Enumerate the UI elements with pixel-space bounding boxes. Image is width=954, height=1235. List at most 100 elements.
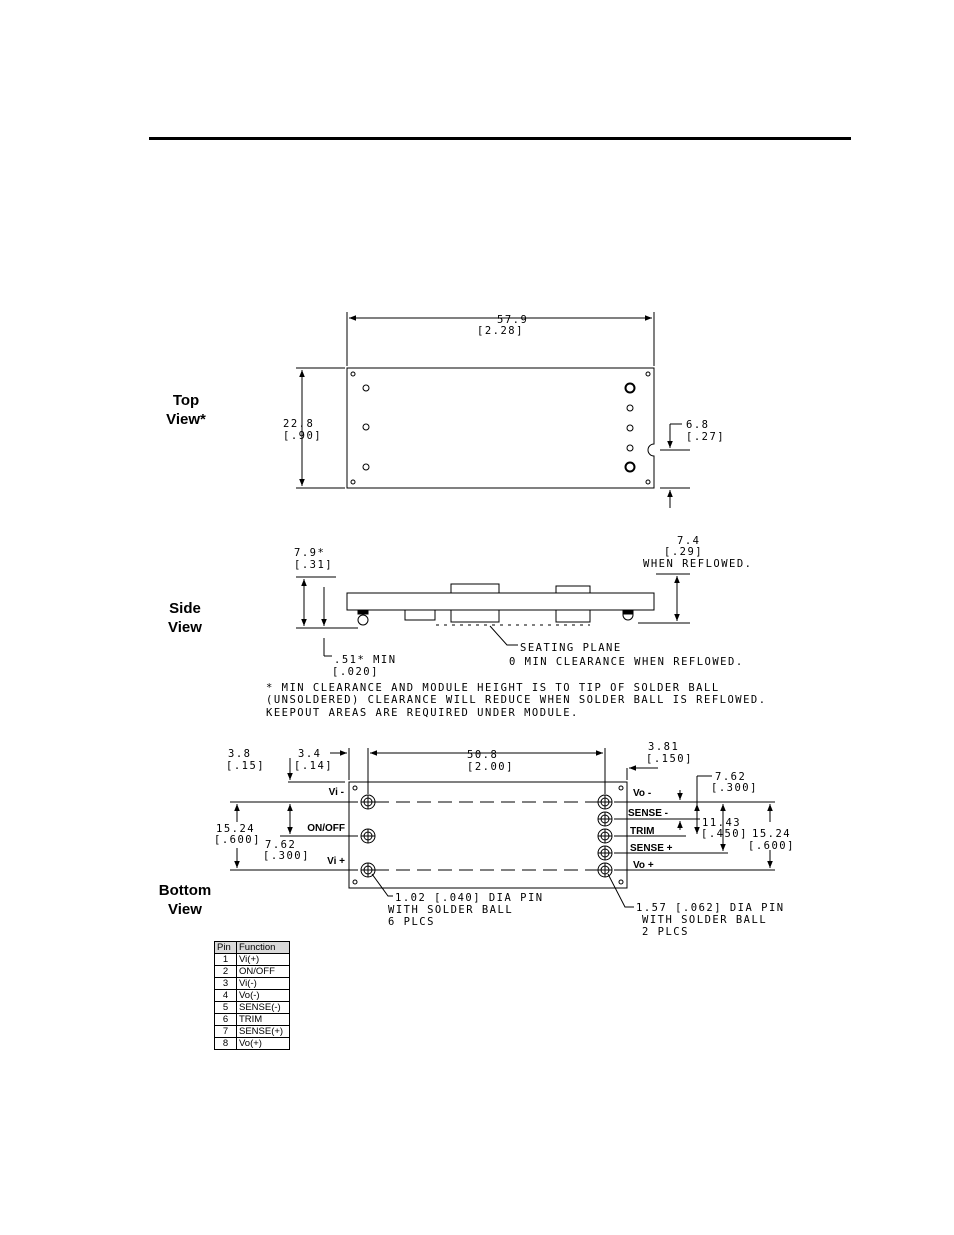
table-header-pin: Pin — [214, 941, 237, 954]
corner-hole — [352, 785, 358, 791]
pin-label-vo-minus: Vo - — [633, 788, 651, 799]
pin-vo-plus — [597, 862, 613, 878]
dim-d7-mm: 15.24 — [752, 828, 791, 840]
header-rule — [149, 137, 851, 140]
pin-function: SENSE(+) — [236, 1025, 290, 1038]
dim-d1-mm: 3.8 — [228, 748, 251, 760]
table-header-function: Function — [236, 941, 290, 954]
corner-hole — [618, 879, 624, 885]
pin-trim — [597, 828, 613, 844]
pin-hole — [626, 404, 634, 412]
pin-number: 3 — [214, 977, 237, 990]
seating-plane-note-2: 0 MIN CLEARANCE WHEN REFLOWED. — [509, 656, 744, 668]
component-top — [450, 583, 500, 594]
corner-hole — [645, 479, 651, 485]
top-view-label-1: Top — [173, 392, 199, 409]
pin-small-note-1: 1.02 [.040] DIA PIN — [395, 892, 544, 904]
pin-function: TRIM — [236, 1013, 290, 1026]
pin-large-note-2: WITH SOLDER BALL — [642, 914, 767, 926]
pin-small-note-2: WITH SOLDER BALL — [388, 904, 513, 916]
top-view: Top View* — [166, 312, 690, 508]
dim-d7-in: [.600] — [748, 840, 795, 852]
pin-label-vi-plus: Vi + — [327, 856, 345, 867]
pin-number: 1 — [214, 953, 237, 966]
footnote-line-2: (UNSOLDERED) CLEARANCE WILL REDUCE WHEN … — [266, 694, 767, 706]
pin-hole-large — [624, 382, 636, 394]
leader-line — [371, 873, 393, 897]
corner-hole — [618, 785, 624, 791]
pin-sense-plus — [597, 845, 613, 861]
pin-hole — [362, 384, 370, 392]
pin-large-note-1: 1.57 [.062] DIA PIN — [636, 902, 785, 914]
pin-hole — [626, 424, 634, 432]
dim-d3-in: [2.00] — [467, 761, 514, 773]
bottom-view-label-2: View — [168, 901, 202, 918]
dim-d9-in: [.300] — [263, 850, 310, 862]
corner-hole — [352, 879, 358, 885]
pin-label-sense-plus: SENSE + — [630, 843, 673, 854]
footnote-line-1: * MIN CLEARANCE AND MODULE HEIGHT IS TO … — [266, 682, 720, 694]
pin-vi-minus — [360, 794, 376, 810]
component-top — [555, 585, 591, 594]
dim-length-in: [2.28] — [477, 325, 524, 337]
dim-d9-mm: 7.62 — [265, 839, 296, 851]
pin-number: 6 — [214, 1013, 237, 1026]
dim-d5-in: [.300] — [711, 782, 758, 794]
seating-plane-note-1: SEATING PLANE — [520, 642, 622, 654]
pcb-board — [346, 592, 655, 611]
component-bottom — [555, 609, 591, 623]
dim-d1-in: [.15] — [226, 760, 265, 772]
pin-function: Vo(+) — [236, 1037, 290, 1050]
pin-function: Vi(-) — [236, 977, 290, 990]
module-outline-top — [346, 367, 655, 489]
pin-hole — [362, 423, 370, 431]
dim-length-mm: 57.9 — [497, 314, 528, 326]
solder-ball — [357, 614, 369, 626]
pin-hole — [362, 463, 370, 471]
footnote-line-3: KEEPOUT AREAS ARE REQUIRED UNDER MODULE. — [266, 707, 579, 719]
pin-number: 7 — [214, 1025, 237, 1038]
dim-clear-in: [.020] — [332, 666, 379, 678]
leader-line — [607, 873, 634, 908]
dim-d4-in: [.150] — [646, 753, 693, 765]
side-view: Side View — [168, 573, 690, 657]
dim-reflow-note: WHEN REFLOWED. — [643, 558, 753, 570]
dim-d6-in: [.450] — [701, 828, 748, 840]
pin-label-trim: TRIM — [630, 826, 654, 837]
component-bottom — [450, 609, 500, 623]
pin-label-vo-plus: Vo + — [633, 860, 654, 871]
dim-width-mm: 22.8 — [283, 418, 314, 430]
dim-reflow-mm: 7.4 — [677, 535, 700, 547]
pin-number: 8 — [214, 1037, 237, 1050]
dim-d2-mm: 3.4 — [298, 748, 321, 760]
pin-label-sense-minus: SENSE - — [628, 808, 668, 819]
leader-line — [489, 625, 518, 646]
pin-vo-minus — [597, 794, 613, 810]
pin-vi-plus — [360, 862, 376, 878]
dim-height-in: [.31] — [294, 559, 333, 571]
pin-function: Vo(-) — [236, 989, 290, 1002]
dim-clear-mm: .51* MIN — [334, 654, 397, 666]
solder-ball — [622, 609, 634, 621]
dim-d2-in: [.14] — [294, 760, 333, 772]
corner-hole — [645, 371, 651, 377]
dim-height-mm: 7.9* — [294, 547, 325, 559]
corner-hole — [350, 371, 356, 377]
pin-hole-large — [624, 461, 636, 473]
component-bottom — [404, 609, 436, 621]
pin-stub — [357, 609, 369, 615]
bottom-view-label-1: Bottom — [159, 882, 212, 899]
side-view-label-1: Side — [169, 600, 201, 617]
pin-function: SENSE(-) — [236, 1001, 290, 1014]
dim-d8-in: [.600] — [214, 834, 261, 846]
dim-d4-mm: 3.81 — [648, 741, 679, 753]
dim-d6-mm: 11.43 — [702, 817, 741, 829]
dim-d5-mm: 7.62 — [715, 771, 746, 783]
